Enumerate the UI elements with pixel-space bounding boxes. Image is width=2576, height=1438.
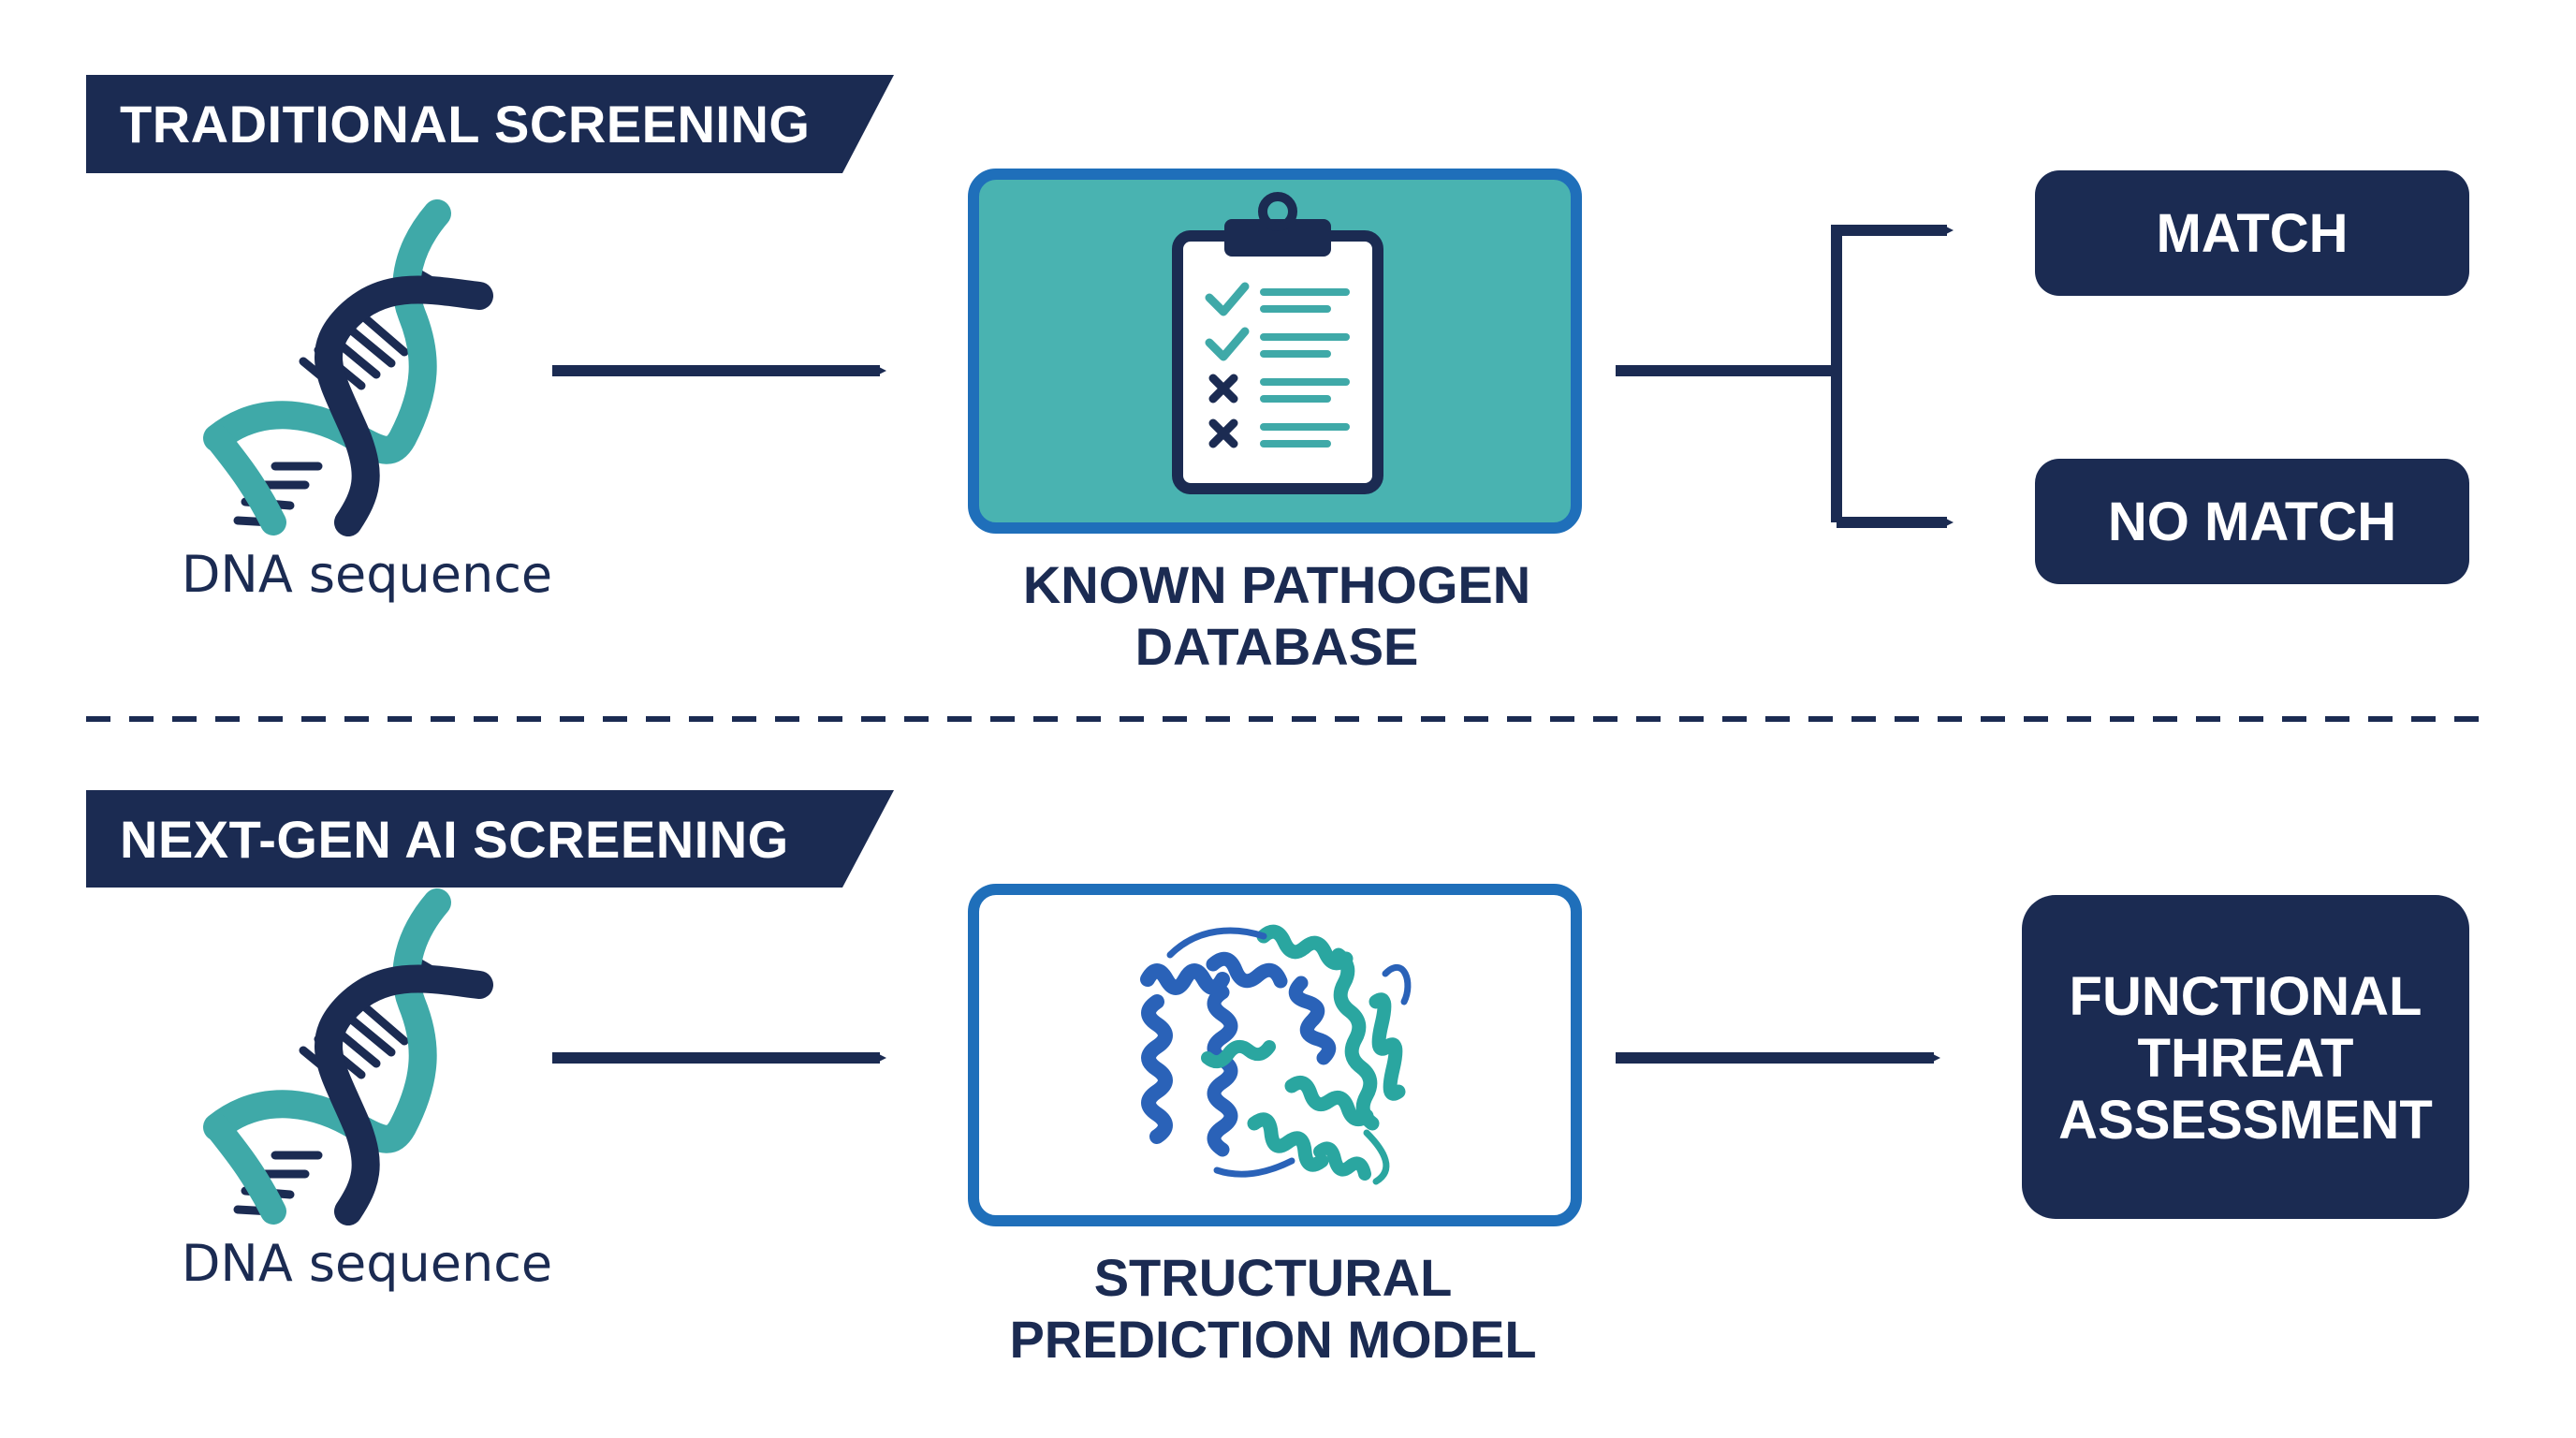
outcome-no-match: NO MATCH <box>2035 459 2469 584</box>
section-next-gen-ai: NEXT-GEN AI SCREENING DNA sequence <box>86 790 2469 1369</box>
branch-connector <box>1616 225 1954 528</box>
outcome-match: MATCH <box>2035 170 2469 296</box>
threat-assessment-line-3: ASSESSMENT <box>2058 1090 2433 1151</box>
database-process-box <box>968 169 1582 534</box>
section-title: NEXT-GEN AI SCREENING <box>120 810 789 869</box>
dna-helix-icon <box>217 902 479 1211</box>
dna-input-label: DNA sequence <box>182 1234 552 1293</box>
database-caption-line-1: KNOWN PATHOGEN <box>1023 555 1530 614</box>
section-header-traditional: TRADITIONAL SCREENING <box>86 75 894 173</box>
model-caption-line-2: PREDICTION MODEL <box>1009 1310 1536 1369</box>
model-caption-line-1: STRUCTURAL <box>1094 1248 1453 1307</box>
section-header-next-gen: NEXT-GEN AI SCREENING <box>86 790 894 888</box>
threat-assessment-line-1: FUNCTIONAL <box>2070 966 2422 1027</box>
section-traditional: TRADITIONAL SCREENING DNA sequence <box>86 75 2469 676</box>
structural-model-box <box>968 884 1582 1226</box>
protein-structure-icon <box>1140 924 1412 1185</box>
dna-input-label: DNA sequence <box>182 545 552 604</box>
dna-helix-icon <box>217 213 479 522</box>
outcome-match-label: MATCH <box>2156 203 2348 264</box>
database-caption-line-2: DATABASE <box>1135 617 1419 676</box>
section-title: TRADITIONAL SCREENING <box>120 95 811 154</box>
outcome-no-match-label: NO MATCH <box>2108 492 2396 552</box>
clipboard-checklist-icon <box>1172 192 1383 494</box>
outcome-functional-threat-assessment: FUNCTIONAL THREAT ASSESSMENT <box>2022 895 2469 1219</box>
threat-assessment-line-2: THREAT <box>2138 1028 2354 1089</box>
